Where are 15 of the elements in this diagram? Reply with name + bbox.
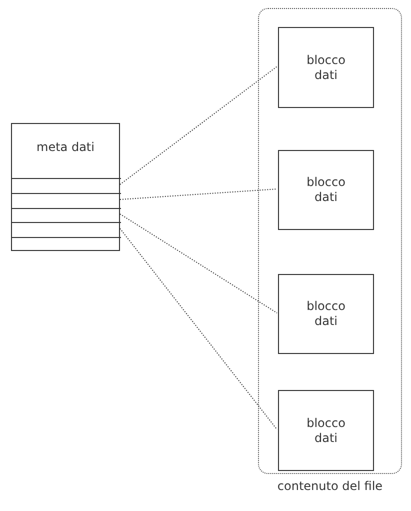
node-text: blocco dati — [306, 416, 346, 446]
record-box — [11, 123, 120, 251]
header-text: meta dati — [36, 140, 96, 155]
node-text: blocco dati — [306, 52, 346, 82]
node-text: blocco dati — [306, 175, 346, 205]
connector-line — [120, 188, 278, 200]
process-box — [278, 150, 374, 230]
process-box — [278, 390, 374, 471]
process-box — [278, 274, 374, 354]
connector-line — [120, 228, 278, 430]
connector-line — [120, 214, 278, 314]
connector-line — [120, 66, 278, 185]
node-text: blocco dati — [306, 299, 346, 329]
group-caption: contenuto del file — [276, 479, 384, 494]
process-box — [278, 27, 374, 108]
